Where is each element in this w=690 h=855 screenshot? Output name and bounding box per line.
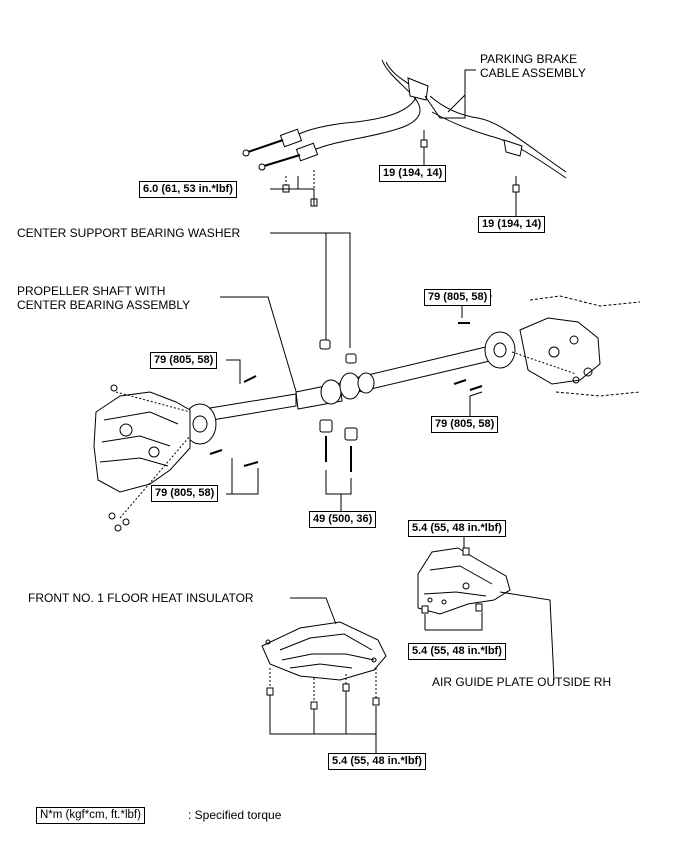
propeller-shaft-label-line1: PROPELLER SHAFT WITH [17, 284, 166, 298]
torque-box-19-lower: 19 (194, 14) [478, 216, 546, 233]
center-support-bearing-washer-label: CENTER SUPPORT BEARING WASHER [17, 226, 241, 240]
torque-box-19-upper: 19 (194, 14) [379, 165, 447, 182]
parking-brake-cable-assembly [242, 59, 567, 207]
torque-box-5-4-air-guide-lower: 5.4 (55, 48 in.*lbf) [408, 643, 506, 660]
transmission-housing [93, 384, 191, 532]
torque-box-79-left-lower: 79 (805, 58) [151, 485, 219, 502]
floor-heat-insulator-label: FRONT NO. 1 FLOOR HEAT INSULATOR [28, 591, 254, 605]
torque-box-79-right-lower: 79 (805, 58) [431, 416, 499, 433]
propeller-shaft [183, 331, 516, 472]
front-no-1-floor-heat-insulator [261, 597, 387, 756]
washer-leaders [220, 232, 351, 399]
torque-box-49: 49 (500, 36) [309, 511, 377, 528]
air-guide-plate-label: AIR GUIDE PLATE OUTSIDE RH [432, 675, 612, 689]
parking-brake-leaders [270, 69, 517, 218]
legend-description: : Specified torque [188, 808, 282, 822]
bolts-49-leader [325, 470, 352, 512]
torque-box-5-4-insulator: 5.4 (55, 48 in.*lbf) [328, 753, 426, 770]
torque-box-79-right-upper: 79 (805, 58) [424, 289, 492, 306]
torque-box-5-4-air-guide-upper: 5.4 (55, 48 in.*lbf) [408, 520, 506, 537]
propeller-shaft-label-line2: CENTER BEARING ASSEMBLY [17, 298, 191, 312]
torque-box-79-left-upper: 79 (805, 58) [150, 352, 218, 369]
parking-brake-label-line2: CABLE ASSEMBLY [480, 66, 586, 80]
parking-brake-label-line1: PARKING BRAKE [480, 52, 578, 66]
differential-housing [511, 295, 641, 397]
torque-box-6-0: 6.0 (61, 53 in.*lbf) [139, 181, 237, 198]
legend-unit-box: N*m (kgf*cm, ft.*lbf) [36, 807, 145, 824]
air-guide-plate-outside-rh [417, 536, 555, 681]
bolts-79-left [209, 359, 259, 495]
